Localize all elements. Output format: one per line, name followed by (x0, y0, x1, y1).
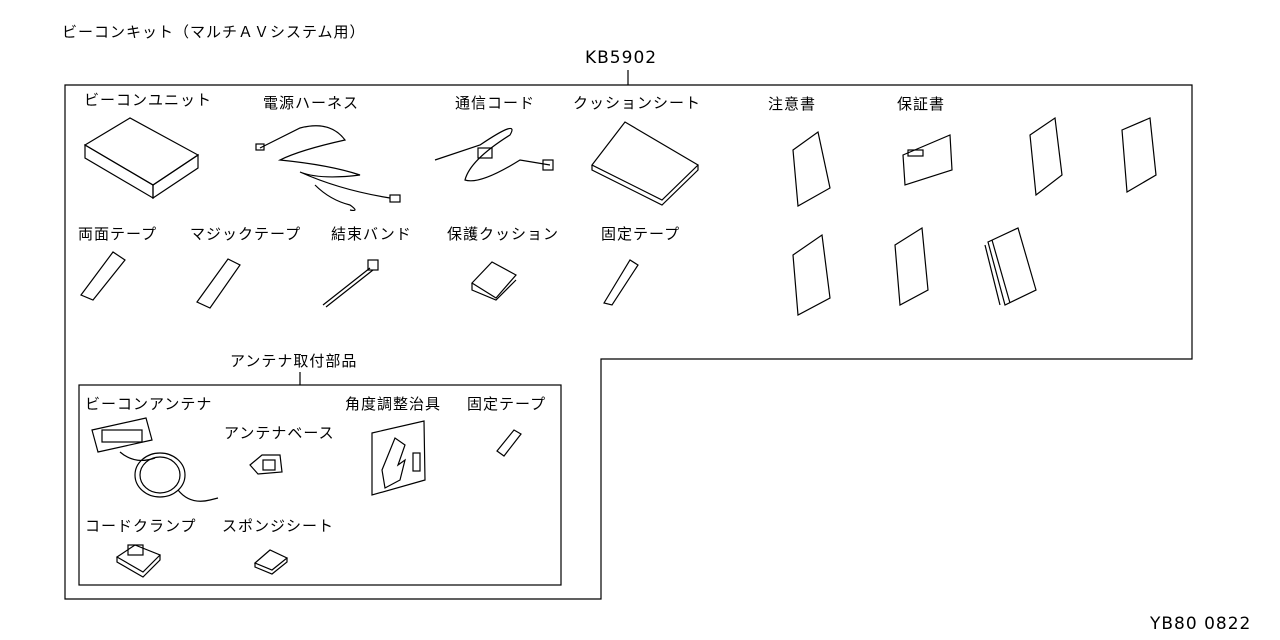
label-caution-manual: 注意書 (768, 95, 817, 113)
label-antenna-base: アンテナベース (224, 424, 335, 442)
antenna-parts-drawing (91, 417, 522, 578)
kit-outline (64, 70, 1193, 600)
beacon-unit-drawing (83, 117, 200, 200)
label-antenna-group: アンテナ取付部品 (230, 352, 358, 370)
cushion-sheet-drawing (591, 121, 699, 206)
label-protective-cushion: 保護クッション (447, 225, 560, 243)
row2-parts-drawing (80, 251, 639, 309)
diagram-code: YB80 0822 (1150, 614, 1252, 634)
kit-part-number: KB5902 (585, 48, 658, 68)
label-cushion-sheet: クッションシート (573, 94, 702, 112)
page-title: ビーコンキット（マルチＡＶシステム用） (62, 23, 366, 41)
label-magic-tape: マジックテープ (190, 225, 302, 243)
comm-cord-drawing (434, 127, 554, 182)
label-sponge-sheet: スポンジシート (222, 517, 335, 535)
label-fixing-tape: 固定テープ (601, 225, 681, 243)
label-cord-clamp: コードクランプ (85, 517, 197, 535)
manuals-drawing (792, 116, 1157, 316)
label-power-harness: 電源ハーネス (263, 94, 360, 112)
label-antenna-fixing-tape: 固定テープ (467, 395, 547, 413)
label-cable-tie: 結束バンド (331, 225, 412, 243)
label-beacon-unit: ビーコンユニット (84, 91, 213, 109)
label-beacon-antenna: ビーコンアンテナ (85, 395, 213, 413)
label-warranty: 保証書 (897, 95, 946, 113)
power-harness-drawing (255, 125, 401, 212)
label-double-sided-tape: 両面テープ (78, 225, 158, 243)
label-angle-jig: 角度調整治具 (345, 395, 442, 413)
label-comm-cord: 通信コード (455, 94, 536, 112)
